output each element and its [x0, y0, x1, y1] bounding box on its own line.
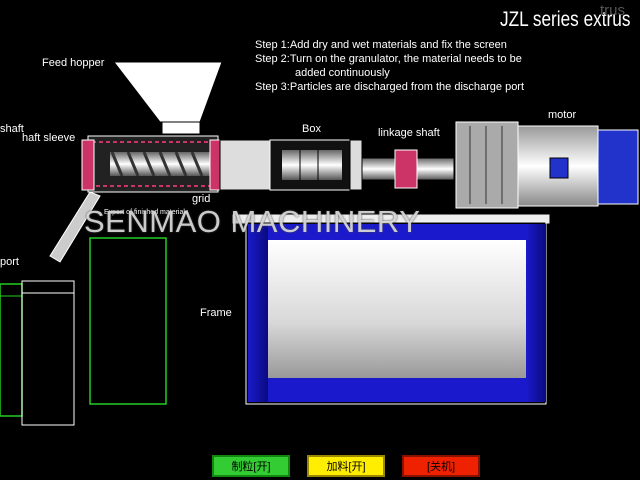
label-linkage-shaft: linkage shaft: [378, 127, 440, 139]
label-shaft: shaft: [0, 123, 24, 135]
watermark: SENMAO MACHINERY: [84, 204, 421, 239]
frame: [231, 213, 551, 405]
linkage-shaft: [361, 149, 455, 189]
label-export: Export of finished materials: [104, 209, 189, 216]
left-tray: [21, 280, 75, 294]
step-2-cont: added continuously: [295, 67, 390, 79]
step-3: Step 3:Particles are discharged from the…: [255, 81, 525, 93]
granulate-on-button[interactable]: 制粒[开]: [212, 455, 290, 477]
discharge-chute: [49, 191, 101, 263]
box-section: [219, 139, 363, 191]
label-port: port: [0, 256, 19, 268]
left-stand: [21, 292, 75, 426]
label-frame: Frame: [200, 307, 232, 319]
screw-barrel: [81, 135, 223, 193]
step-2: Step 2:Turn on the granulator, the mater…: [255, 53, 522, 65]
title-ghost: trus: [600, 2, 626, 19]
feed-hopper: [112, 61, 223, 135]
label-feed-hopper: Feed hopper: [42, 57, 105, 69]
motor: [455, 121, 639, 209]
label-shaft-sleeve: haft sleeve: [22, 132, 76, 144]
product-bin: [89, 237, 167, 405]
step-instructions: Step 1:Add dry and wet materials and fix…: [255, 38, 524, 94]
label-motor: motor: [548, 109, 577, 121]
left-bin: [0, 283, 23, 417]
label-grid: grid: [192, 193, 211, 205]
label-box: Box: [302, 123, 321, 135]
page-title: JZL series extrus: [500, 8, 631, 31]
shutdown-button[interactable]: [关机]: [402, 455, 480, 477]
step-1: Step 1:Add dry and wet materials and fix…: [255, 39, 507, 51]
feed-on-button[interactable]: 加料[开]: [307, 455, 385, 477]
